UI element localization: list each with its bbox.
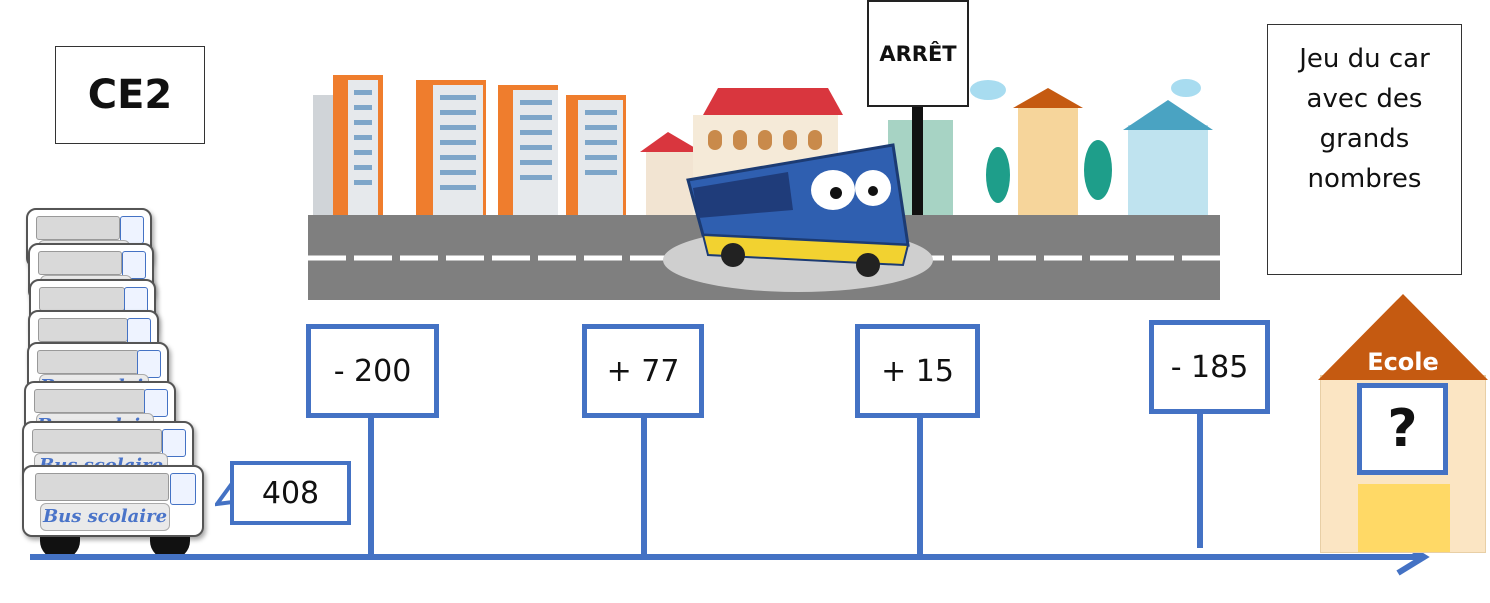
stop-sign-pole <box>912 105 923 215</box>
step-box: - 200 <box>306 324 439 418</box>
front-school-bus: Bus scolaire <box>22 465 204 537</box>
apartment-buildings <box>313 75 626 215</box>
bus-wheel <box>40 537 80 559</box>
bus-illustration <box>663 143 933 292</box>
school-label: Ecole <box>1367 348 1439 376</box>
step-pole <box>1197 410 1203 548</box>
bus-wheel <box>150 537 190 559</box>
answer-box: ? <box>1357 383 1448 475</box>
title-line: grands <box>1319 124 1410 154</box>
title-line: avec des <box>1306 84 1423 114</box>
school-door <box>1358 484 1450 552</box>
step-box: + 77 <box>582 324 704 418</box>
step-box: - 185 <box>1149 320 1270 414</box>
step-box: + 15 <box>855 324 980 418</box>
step-pole <box>368 415 374 555</box>
number-line <box>30 538 1430 576</box>
level-label: CE2 <box>55 46 205 144</box>
game-title: Jeu du car avec des grands nombres <box>1267 24 1462 275</box>
title-line: Jeu du car <box>1299 44 1430 74</box>
start-value: 408 <box>230 461 351 525</box>
city-scene-illustration <box>308 75 1220 300</box>
school-roof: Ecole <box>1318 294 1488 380</box>
stop-sign: ARRÊT <box>867 0 969 107</box>
bus-label: Bus scolaire <box>40 503 170 531</box>
step-pole <box>641 415 647 555</box>
title-line: nombres <box>1307 164 1422 194</box>
step-pole <box>917 415 923 555</box>
